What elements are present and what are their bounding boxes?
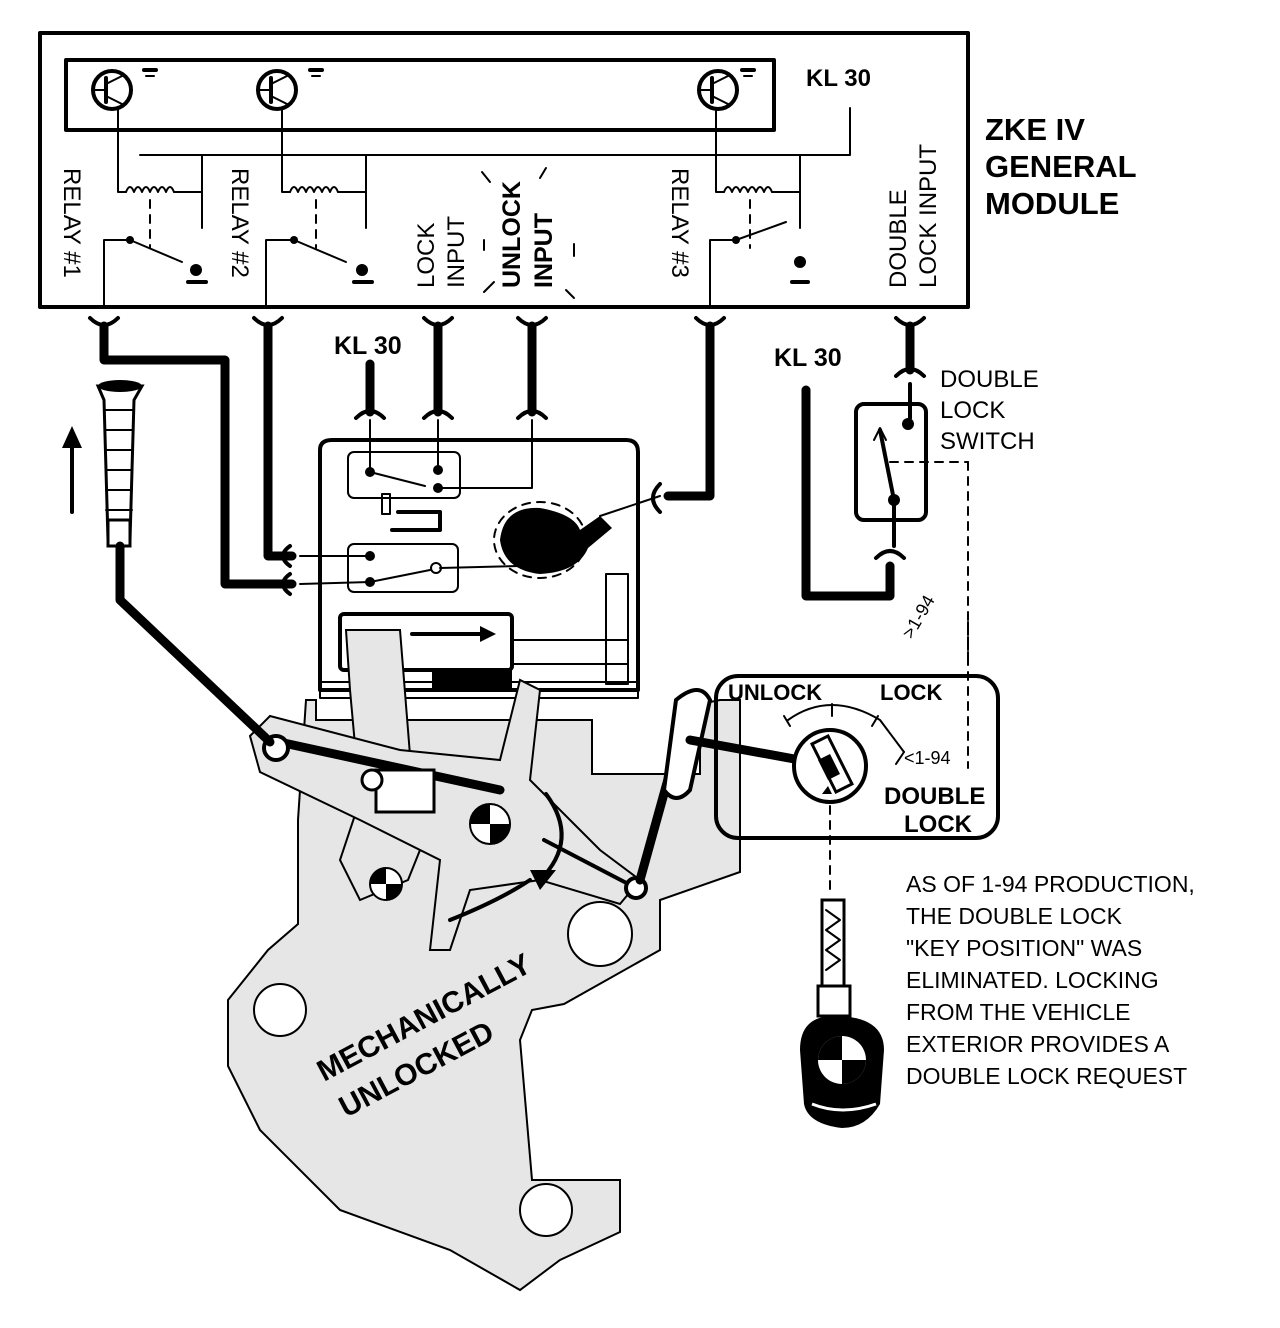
key-cylinder: UNLOCK LOCK <1-94 >1-94 DOUBLE LOCK bbox=[635, 592, 1000, 891]
unlock-input-label-line1: UNLOCK bbox=[498, 181, 526, 288]
slider-arrow-icon bbox=[480, 626, 496, 642]
relay-3-label: RELAY #3 bbox=[666, 168, 693, 278]
lock-input-label-line1: LOCK bbox=[413, 223, 440, 288]
wire-relay2 bbox=[263, 321, 297, 561]
relay-3-contact bbox=[709, 221, 787, 306]
relay-2-coil-icon bbox=[289, 186, 339, 193]
module-title-line1: ZKE IV bbox=[985, 112, 1085, 147]
double-lock-position-label-line1: DOUBLE bbox=[884, 783, 985, 810]
door-latch bbox=[227, 629, 741, 1292]
actuator-slider bbox=[338, 612, 514, 672]
gear-rack-horizontal bbox=[511, 639, 629, 665]
wire-relay1 bbox=[99, 321, 297, 589]
unlock-input-label-line2: INPUT bbox=[530, 213, 558, 288]
double-lock-input-label-line1: DOUBLE bbox=[885, 189, 912, 288]
lock-actuator bbox=[281, 419, 661, 699]
double-lock-switch-label-line3: SWITCH bbox=[940, 428, 1035, 455]
transistor-1-icon bbox=[91, 68, 158, 111]
kl30-right-label: KL 30 bbox=[774, 344, 842, 372]
relay-2 bbox=[265, 107, 374, 306]
after-1-94-label: >1-94 bbox=[898, 592, 939, 642]
actuator-motor-icon bbox=[500, 507, 612, 574]
actuator-housing bbox=[318, 438, 640, 692]
internal-kl30-bus bbox=[139, 107, 851, 156]
double-lock-switch-label-line1: DOUBLE bbox=[940, 366, 1039, 393]
module-inner-board bbox=[64, 58, 776, 132]
up-arrow-icon bbox=[62, 426, 82, 448]
production-note: AS OF 1-94 PRODUCTION, THE DOUBLE LOCK "… bbox=[906, 871, 1195, 1089]
relay-1-contact bbox=[103, 239, 183, 306]
double-lock-switch: DOUBLE LOCK SWITCH bbox=[854, 366, 1039, 769]
unlock-input-highlight-icon bbox=[481, 167, 575, 299]
actuator-base bbox=[319, 681, 639, 699]
module-title-line3: MODULE bbox=[985, 186, 1119, 221]
note-line-6: EXTERIOR PROVIDES A bbox=[906, 1031, 1170, 1057]
gear-rack bbox=[605, 573, 629, 685]
module-kl30-label: KL 30 bbox=[806, 65, 871, 92]
module-title-line2: GENERAL bbox=[985, 149, 1137, 184]
note-line-5: FROM THE VEHICLE bbox=[906, 999, 1131, 1025]
harness-wires: KL 30 KL 30 bbox=[88, 316, 926, 601]
relay-3-coil-icon bbox=[723, 186, 773, 193]
car-key bbox=[800, 898, 884, 1128]
note-line-4: ELIMINATED. LOCKING bbox=[906, 967, 1159, 993]
note-line-2: THE DOUBLE LOCK bbox=[906, 903, 1123, 929]
lock-pin-rod bbox=[115, 541, 275, 747]
relay-2-label: RELAY #2 bbox=[226, 168, 253, 278]
cylinder-link-icon bbox=[661, 688, 713, 800]
double-lock-position-label-line2: LOCK bbox=[904, 811, 973, 838]
relay-1-coil-icon bbox=[125, 186, 175, 193]
note-line-1: AS OF 1-94 PRODUCTION, bbox=[906, 871, 1195, 897]
relay-3 bbox=[709, 107, 810, 306]
module-title: ZKE IV GENERAL MODULE bbox=[985, 112, 1137, 221]
relay-2-contact bbox=[265, 239, 347, 306]
kl30-center-label: KL 30 bbox=[334, 332, 402, 360]
before-1-94-label: <1-94 bbox=[904, 748, 951, 768]
unlock-position-label: UNLOCK bbox=[728, 680, 822, 705]
wire-relay3 bbox=[663, 321, 715, 501]
lock-position-label: LOCK bbox=[880, 680, 942, 705]
note-line-7: DOUBLE LOCK REQUEST bbox=[906, 1063, 1187, 1089]
key-cylinder-housing bbox=[714, 674, 1000, 840]
door-lock-pin bbox=[62, 380, 275, 747]
actuator-switch-top bbox=[347, 451, 461, 499]
double-lock-input-label-line2: LOCK INPUT bbox=[915, 144, 942, 288]
general-module: KL 30 bbox=[38, 31, 970, 309]
lock-input-label-line2: INPUT bbox=[443, 216, 470, 288]
relay-1-label: RELAY #1 bbox=[58, 168, 85, 278]
transistor-2-icon bbox=[256, 68, 324, 111]
double-lock-switch-label-line2: LOCK bbox=[940, 397, 1005, 424]
transistor-3-icon bbox=[697, 68, 756, 111]
relay-1 bbox=[103, 107, 208, 306]
lock-rod bbox=[265, 735, 505, 795]
module-outline bbox=[38, 31, 970, 309]
note-line-3: "KEY POSITION" WAS bbox=[906, 935, 1142, 961]
wire-kl30-right bbox=[801, 385, 895, 601]
